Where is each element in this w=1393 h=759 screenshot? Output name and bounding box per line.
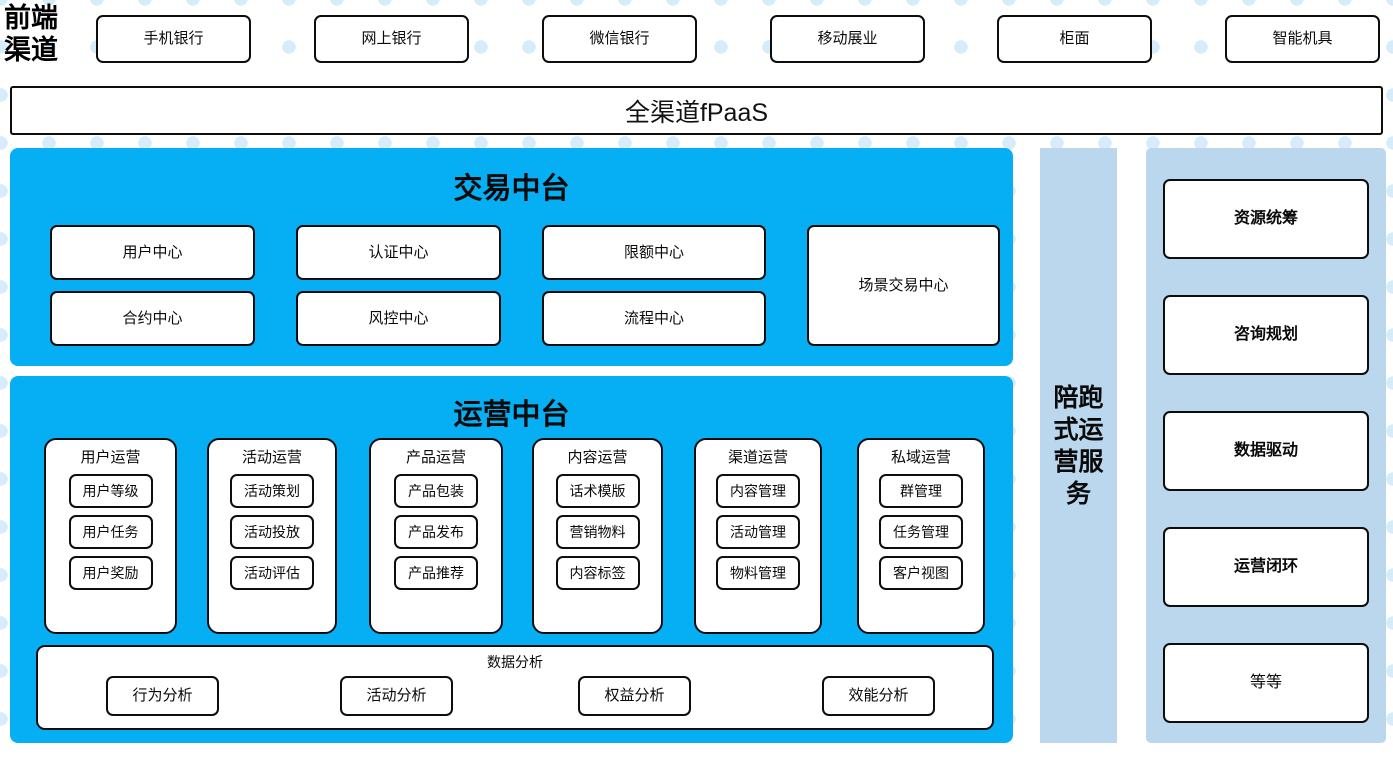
ops-item-5-1[interactable]: 内容管理 [716, 474, 800, 508]
ops-column-title-4: 内容运营 [567, 449, 628, 466]
channel-box-1-label: 手机银行 [143, 30, 204, 47]
trade-center-title: 交易中台 [453, 173, 570, 205]
data-analysis-box-2-label: 活动分析 [366, 687, 427, 704]
channel-box-6[interactable]: 智能机具 [1225, 15, 1380, 63]
trade-center-panel: 交易中台 用户中心 认证中心 限额中心合约中心 风控中心 流程中心 场景交易中心 [10, 148, 1013, 366]
data-analysis-box-1[interactable]: 行为分析 [106, 676, 219, 716]
trade-center-box-4-label: 合约中心 [122, 309, 183, 327]
ops-item-1-1[interactable]: 用户等级 [68, 474, 153, 508]
data-analysis-box-2[interactable]: 活动分析 [340, 676, 453, 716]
channel-box-1[interactable]: 手机银行 [96, 15, 251, 63]
ops-item-3-1[interactable]: 产品包装 [394, 474, 478, 508]
capability-box-2-label: 咨询规划 [1233, 326, 1298, 344]
ops-center-panel: 运营中台 用户运营用户等级用户任务用户奖励活动运营活动策划活动投放活动评估产品运… [10, 376, 1013, 743]
capability-box-4-label: 运营闭环 [1233, 558, 1298, 576]
channel-box-5-label: 柜面 [1059, 30, 1090, 47]
trade-center-box-2-label: 认证中心 [368, 243, 429, 261]
capability-panel: 资源统筹咨询规划数据驱动运营闭环等等 [1146, 148, 1386, 743]
ops-item-2-3[interactable]: 活动评估 [230, 556, 314, 590]
channel-box-3-label: 微信银行 [589, 30, 650, 47]
data-analysis-title: 数据分析 [487, 654, 543, 670]
ops-item-1-2[interactable]: 用户任务 [68, 515, 153, 549]
data-analysis-box-4[interactable]: 效能分析 [822, 676, 935, 716]
capability-box-1-label: 资源统筹 [1233, 210, 1298, 228]
ops-column-title-1: 用户运营 [80, 449, 141, 466]
data-analysis-box-1-label: 行为分析 [132, 687, 193, 704]
ops-column-title-3: 产品运营 [405, 449, 466, 466]
capability-box-5[interactable]: 等等 [1163, 643, 1369, 723]
trade-center-box-7-label: 场景交易中心 [858, 276, 949, 294]
ops-center-title: 运营中台 [453, 399, 570, 431]
fpaas-label: 全渠道fPaaS [624, 98, 769, 127]
channel-box-4-label: 移动展业 [817, 30, 878, 47]
trade-center-box-5-label: 风控中心 [368, 309, 429, 327]
channel-box-4[interactable]: 移动展业 [770, 15, 925, 63]
fpaas-bar[interactable]: 全渠道fPaaS [10, 86, 1383, 135]
channel-box-6-label: 智能机具 [1272, 30, 1333, 47]
trade-center-box-6[interactable]: 流程中心 [542, 291, 766, 346]
trade-center-box-5[interactable]: 风控中心 [296, 291, 501, 346]
data-analysis-box-3[interactable]: 权益分析 [578, 676, 691, 716]
ops-item-5-2[interactable]: 活动管理 [716, 515, 800, 549]
ops-column-1: 用户运营用户等级用户任务用户奖励 [44, 438, 177, 634]
ops-item-2-1[interactable]: 活动策划 [230, 474, 314, 508]
ops-item-6-2[interactable]: 任务管理 [879, 515, 963, 549]
data-analysis-box-3-label: 权益分析 [604, 687, 665, 704]
data-analysis-box-4-label: 效能分析 [848, 687, 909, 704]
ops-column-3: 产品运营产品包装产品发布产品推荐 [369, 438, 503, 634]
ops-column-4: 内容运营话术模版营销物料内容标签 [532, 438, 663, 634]
ops-column-6: 私域运营群管理任务管理客户视图 [857, 438, 985, 634]
ops-column-2: 活动运营活动策划活动投放活动评估 [207, 438, 337, 634]
capability-box-3[interactable]: 数据驱动 [1163, 411, 1369, 491]
service-column-label: 陪跑式运营服务 [1053, 383, 1104, 508]
capability-box-3-label: 数据驱动 [1233, 442, 1298, 460]
ops-item-5-3[interactable]: 物料管理 [716, 556, 800, 590]
trade-center-box-3-label: 限额中心 [623, 243, 684, 261]
accompanying-operation-service-column[interactable]: 陪跑式运营服务 [1040, 148, 1117, 743]
channel-box-5[interactable]: 柜面 [997, 15, 1152, 63]
trade-center-box-7[interactable]: 场景交易中心 [807, 225, 1000, 346]
channel-box-3[interactable]: 微信银行 [542, 15, 697, 63]
trade-center-box-4[interactable]: 合约中心 [50, 291, 255, 346]
ops-column-title-5: 渠道运营 [727, 449, 788, 466]
trade-center-box-3[interactable]: 限额中心 [542, 225, 766, 280]
ops-item-6-3[interactable]: 客户视图 [879, 556, 963, 590]
ops-item-3-2[interactable]: 产品发布 [394, 515, 478, 549]
capability-box-2[interactable]: 咨询规划 [1163, 295, 1369, 375]
capability-box-1[interactable]: 资源统筹 [1163, 179, 1369, 259]
ops-item-4-1[interactable]: 话术模版 [555, 474, 640, 508]
ops-column-5: 渠道运营内容管理活动管理物料管理 [694, 438, 822, 634]
capability-box-4[interactable]: 运营闭环 [1163, 527, 1369, 607]
front-end-channel-label: 前端渠道 [4, 3, 58, 65]
ops-column-title-2: 活动运营 [241, 449, 302, 466]
ops-item-2-2[interactable]: 活动投放 [230, 515, 314, 549]
capability-box-5-label: 等等 [1249, 674, 1282, 692]
trade-center-box-6-label: 流程中心 [623, 309, 684, 327]
ops-item-3-3[interactable]: 产品推荐 [394, 556, 478, 590]
ops-item-6-1[interactable]: 群管理 [879, 474, 963, 508]
ops-item-1-3[interactable]: 用户奖励 [68, 556, 153, 590]
channel-box-2-label: 网上银行 [361, 30, 422, 47]
trade-center-box-1[interactable]: 用户中心 [50, 225, 255, 280]
trade-center-box-1-label: 用户中心 [122, 243, 183, 261]
ops-item-4-2[interactable]: 营销物料 [555, 515, 640, 549]
data-analysis-group: 数据分析 行为分析 活动分析 权益分析 效能分析 [36, 645, 994, 730]
channel-box-2[interactable]: 网上银行 [314, 15, 469, 63]
ops-item-4-3[interactable]: 内容标签 [555, 556, 640, 590]
trade-center-box-2[interactable]: 认证中心 [296, 225, 501, 280]
ops-column-title-6: 私域运营 [890, 449, 951, 466]
